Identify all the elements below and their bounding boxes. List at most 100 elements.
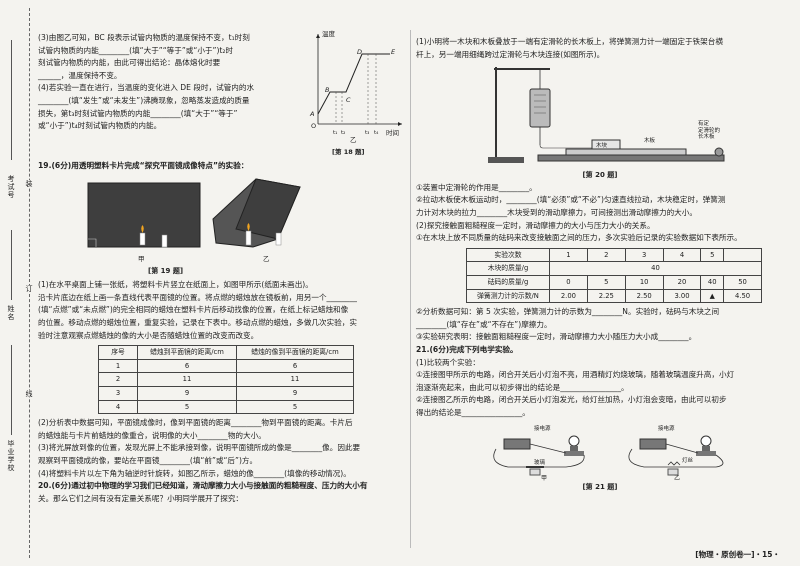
table-header: 1 xyxy=(549,247,588,263)
figure-label-a: 甲 xyxy=(138,254,145,263)
table-cell: 6 xyxy=(236,358,354,374)
figure-caption: [第 18 题] xyxy=(332,148,365,156)
table-cell: 1 xyxy=(98,358,138,374)
table-cell: ▲ xyxy=(700,288,725,304)
q19-1-line: 验时注意观察点燃蜡烛的像的大小是否随蜡烛位置的改变而改变。 xyxy=(38,330,259,340)
graph-sublabel: 乙 xyxy=(350,136,357,144)
q19-1-line: 沿卡片底边在纸上画一条直线代表平面镜的位置。将点燃的蜡烛放在镜板前，用另一个__… xyxy=(38,292,357,302)
tick-t1: t₁ xyxy=(333,130,338,136)
power-label: 接电源 xyxy=(534,426,551,433)
pulley-label: 有定 定滑轮的 长木板 xyxy=(698,121,720,141)
graph-ylabel: 温度 xyxy=(322,30,335,38)
name-label: 姓名 xyxy=(7,305,15,321)
q18-3-line: 刻试管内物质的内能，由此可得出结论：晶体熔化时要 xyxy=(38,58,221,68)
table-row: 1 6 6 xyxy=(98,358,354,374)
q19-1-line: 的位置。移动点燃的蜡烛位置，重复实验，记录在下表中。移动点燃的蜡烛，多做几次实验… xyxy=(38,317,357,327)
point-c: C xyxy=(346,96,351,104)
figure-label-a: 甲 xyxy=(541,475,548,483)
q21-line: 泡逐渐亮起来，由此可以初步得出的结论是________________。 xyxy=(416,382,629,392)
q21-line: (1)比较两个实验： xyxy=(416,357,480,367)
table-cell: 2 xyxy=(98,372,138,387)
point-e: E xyxy=(391,48,396,56)
table-cell: 砝码的质量/g xyxy=(466,274,550,290)
table-header: 序号 xyxy=(98,345,138,360)
tick-t3: t₃ xyxy=(365,130,370,136)
table-row: 3 9 9 xyxy=(98,385,354,401)
table-cell: 3.00 xyxy=(662,288,702,304)
q20-line: ②分析数据可知：第 5 次实验，弹簧测力计的示数为________N。实验时，砝… xyxy=(416,307,720,317)
table-header: 5 xyxy=(700,247,725,263)
table-cell: 4.50 xyxy=(723,288,762,304)
graph-xlabel: 时间 xyxy=(386,129,399,137)
table-cell: 5 xyxy=(236,399,354,415)
point-a: A xyxy=(310,110,315,118)
table-cell: 2.50 xyxy=(624,288,664,304)
table-cell: 9 xyxy=(236,385,354,401)
table-cell: 11 xyxy=(236,372,354,387)
q19-3-line: (3)将光屏放到像的位置，发现光屏上不能承接到像，说明平面镜所成的像是_____… xyxy=(38,443,361,453)
table-cell: 9 xyxy=(137,385,237,401)
table-header: 2 xyxy=(586,247,626,263)
block-label: 木块 xyxy=(596,143,608,150)
tick-t2: t₂ xyxy=(341,130,346,136)
tick-t4: t₄ xyxy=(374,130,379,136)
table-row: 砝码的质量/g 0 5 10 20 40 50 xyxy=(466,274,762,290)
q20-line: ________(填“存在”或“不存在”)摩擦力。 xyxy=(416,319,552,329)
table-cell: 木块的质量/g xyxy=(466,261,550,276)
data-table-19: 序号 蜡烛到平面镜的距离/cm 蜡烛的像到平面镜的距离/cm 1 6 6 2 1… xyxy=(98,345,354,415)
bind-mark: 订 xyxy=(24,285,34,292)
q20-line: ②拉动木板使木板运动时，________(填“必须”或“不必”)匀速直线拉动，木… xyxy=(416,195,726,205)
table-cell: 5 xyxy=(586,274,626,290)
q18-4-line: (4)若实验一直在进行，当温度的变化进入 DE 段时，试管内的水 xyxy=(38,83,255,93)
table-header: 蜡烛到平面镜的距离/cm xyxy=(137,345,237,360)
point-d: D xyxy=(357,48,363,56)
binding-strip: 考试号 姓名 毕业学校 装 订 线 xyxy=(0,0,38,566)
table-header: 蜡烛的像到平面镜的距离/cm xyxy=(236,345,354,360)
q21-title: 21.(6分)完成下列电学实验。 xyxy=(416,344,518,354)
figure-caption: [第 19 题] xyxy=(148,266,184,275)
table-cell: 2.25 xyxy=(586,288,626,304)
table-cell: 50 xyxy=(723,274,762,290)
q18-3-line: 试管内物质的内能________(填“大于”“等于”或“小于”)t₂时 xyxy=(38,45,234,55)
table-cell: 10 xyxy=(624,274,664,290)
table-cell: 2.00 xyxy=(549,288,588,304)
q20-line: ③实验研究表明：接触面粗糙程度一定时，滑动摩擦力大小随压力大小成________… xyxy=(416,332,697,342)
table-row: 4 5 5 xyxy=(98,399,354,415)
table-cell: 3 xyxy=(98,385,138,401)
filament-label: 灯丝 xyxy=(682,458,694,465)
q19-1-line: (1)在水平桌面上铺一张纸，将塑料卡片竖立在纸面上，如图甲所示(纸面未画出)。 xyxy=(38,280,313,290)
power-label: 接电源 xyxy=(658,426,675,433)
figure-label-b: 乙 xyxy=(674,475,681,483)
q21-line: 得出的结论是________________。 xyxy=(416,407,530,417)
q19-1-line: (填“点燃”或“未点燃”)的完全相同的蜡烛在塑料卡片后移动找像的位置，在纸上标记… xyxy=(38,305,349,315)
figure-21: 接电源 接电源 玻璃 灯丝 甲 乙 xyxy=(416,419,784,482)
table-cell: 4 xyxy=(98,399,138,415)
q20-title: 20.(6分)通过初中物理的学习我们已经知道，滑动摩擦力大小与接触面的粗糙程度、… xyxy=(38,481,368,491)
line-mark: 线 xyxy=(24,390,34,397)
table-cell: 40 xyxy=(700,274,725,290)
table-header: 3 xyxy=(624,247,664,263)
board-label: 木板 xyxy=(644,138,656,145)
figure-20: 木块 木板 有定 定滑轮的 长木板 xyxy=(416,61,784,169)
table-row: 2 11 11 xyxy=(98,372,354,387)
q18-3-line: (3)由图乙可知，BC 段表示试管内物质的温度保持不变，t₁时刻 xyxy=(38,33,250,42)
q18-4-line: 损失，第t₃时刻试管内物质的内能________(填“大于”“等于” xyxy=(38,108,238,118)
q19-2-line: 的蜡烛能与卡片前蜡烛的像重合，说明像的大小________物的大小。 xyxy=(38,430,266,440)
table-cell: 20 xyxy=(662,274,702,290)
q19-4-line: (4)将塑料卡片以左下角为轴逆时针旋转，如图乙所示，蜡烛的像________(填… xyxy=(38,468,351,478)
temperature-graph: 温度 时间 O A B C D E t₁ t₂ t₃ t₄ 乙 [第 18 题] xyxy=(304,28,406,156)
q18-4-line: 或“小于”)t₄时刻试管内物质的内能。 xyxy=(38,121,162,131)
q19-2-line: (2)分析表中数据可知，平面镜成像时，像到平面镜的距离________物到平面镜… xyxy=(38,418,353,428)
figure-caption: [第 20 题] xyxy=(582,171,618,180)
q21-line: ①连接图甲所示的电路，闭合开关后小灯泡不亮，用酒精灯灼烧玻璃，随着玻璃温度升高，… xyxy=(416,370,735,380)
q19-title: 19.(6分)用透明塑料卡片完成“探究平面镜成像特点”的实验： xyxy=(38,161,249,170)
figure-caption: [第 21 题] xyxy=(582,483,618,492)
q20-line: ①在木块上放不同质量的砝码来改变接触面之间的压力，多次实验后记录的实验数据如下表… xyxy=(416,233,742,243)
q21-line: ②连接图乙所示的电路，闭合开关后小灯泡发光，给灯丝加热，小灯泡会变暗，由此可以初… xyxy=(416,395,727,405)
table-cell: 5 xyxy=(137,399,237,415)
school-label: 毕业学校 xyxy=(7,440,15,472)
figure-19: 甲 乙 xyxy=(38,173,406,265)
table-row: 弹簧测力计的示数/N 2.00 2.25 2.50 3.00 ▲ 4.50 xyxy=(466,288,762,304)
table-row: 木块的质量/g 40 xyxy=(466,261,762,276)
